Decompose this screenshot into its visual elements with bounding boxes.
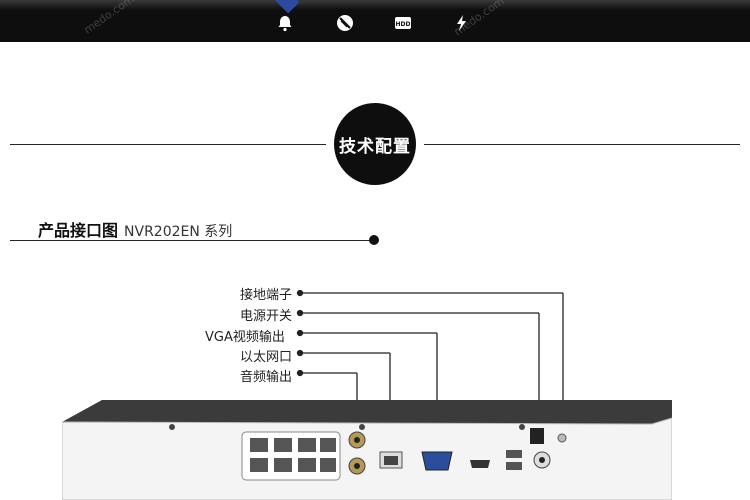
usb-port bbox=[506, 462, 522, 470]
nvr-rear-panel bbox=[62, 400, 672, 500]
callout-ethernet-port: 以太网口 bbox=[240, 350, 293, 365]
poe-port bbox=[320, 438, 336, 452]
product-interface-heading: 产品接口图 NVR202EN 系列 bbox=[38, 217, 232, 241]
poe-port bbox=[274, 458, 292, 472]
poe-port bbox=[274, 438, 292, 452]
callout-ground-terminal: 接地端子 bbox=[240, 288, 293, 303]
callout-vga-output: VGA视频输出 bbox=[205, 330, 285, 345]
section-rule-left bbox=[10, 144, 326, 145]
poe-port bbox=[250, 458, 268, 472]
stop-icon[interactable] bbox=[336, 14, 354, 32]
power-switch bbox=[530, 428, 544, 444]
screw bbox=[169, 424, 175, 430]
ground-terminal bbox=[557, 433, 567, 443]
vga-port bbox=[421, 451, 453, 471]
interface-title: 产品接口图 bbox=[38, 221, 119, 240]
bell-icon[interactable] bbox=[276, 14, 294, 32]
device-top-case bbox=[62, 400, 672, 424]
poe-port bbox=[298, 458, 316, 472]
top-banner: medo.com medo.com HDD bbox=[0, 0, 750, 42]
poe-port bbox=[320, 458, 336, 472]
callout-power-switch: 电源开关 bbox=[240, 309, 293, 324]
model-series: NVR202EN 系列 bbox=[124, 224, 233, 240]
section-badge-title: 技术配置 bbox=[339, 136, 411, 157]
subtitle-dot bbox=[369, 235, 379, 245]
subtitle-rule bbox=[10, 240, 374, 241]
banner-shine bbox=[0, 0, 750, 10]
device-rear-face bbox=[62, 417, 672, 500]
section-rule-right bbox=[424, 144, 740, 145]
lightning-icon[interactable] bbox=[453, 14, 471, 32]
poe-port bbox=[250, 438, 268, 452]
screw bbox=[519, 424, 525, 430]
section-badge: 技术配置 bbox=[334, 103, 416, 185]
hdmi-port bbox=[470, 460, 490, 468]
screw bbox=[359, 424, 365, 430]
usb-port bbox=[506, 450, 522, 458]
callout-audio-output: 音频输出 bbox=[240, 370, 293, 385]
hdd-label: HDD bbox=[396, 21, 411, 28]
poe-port bbox=[298, 438, 316, 452]
hdd-icon[interactable]: HDD bbox=[394, 14, 412, 32]
